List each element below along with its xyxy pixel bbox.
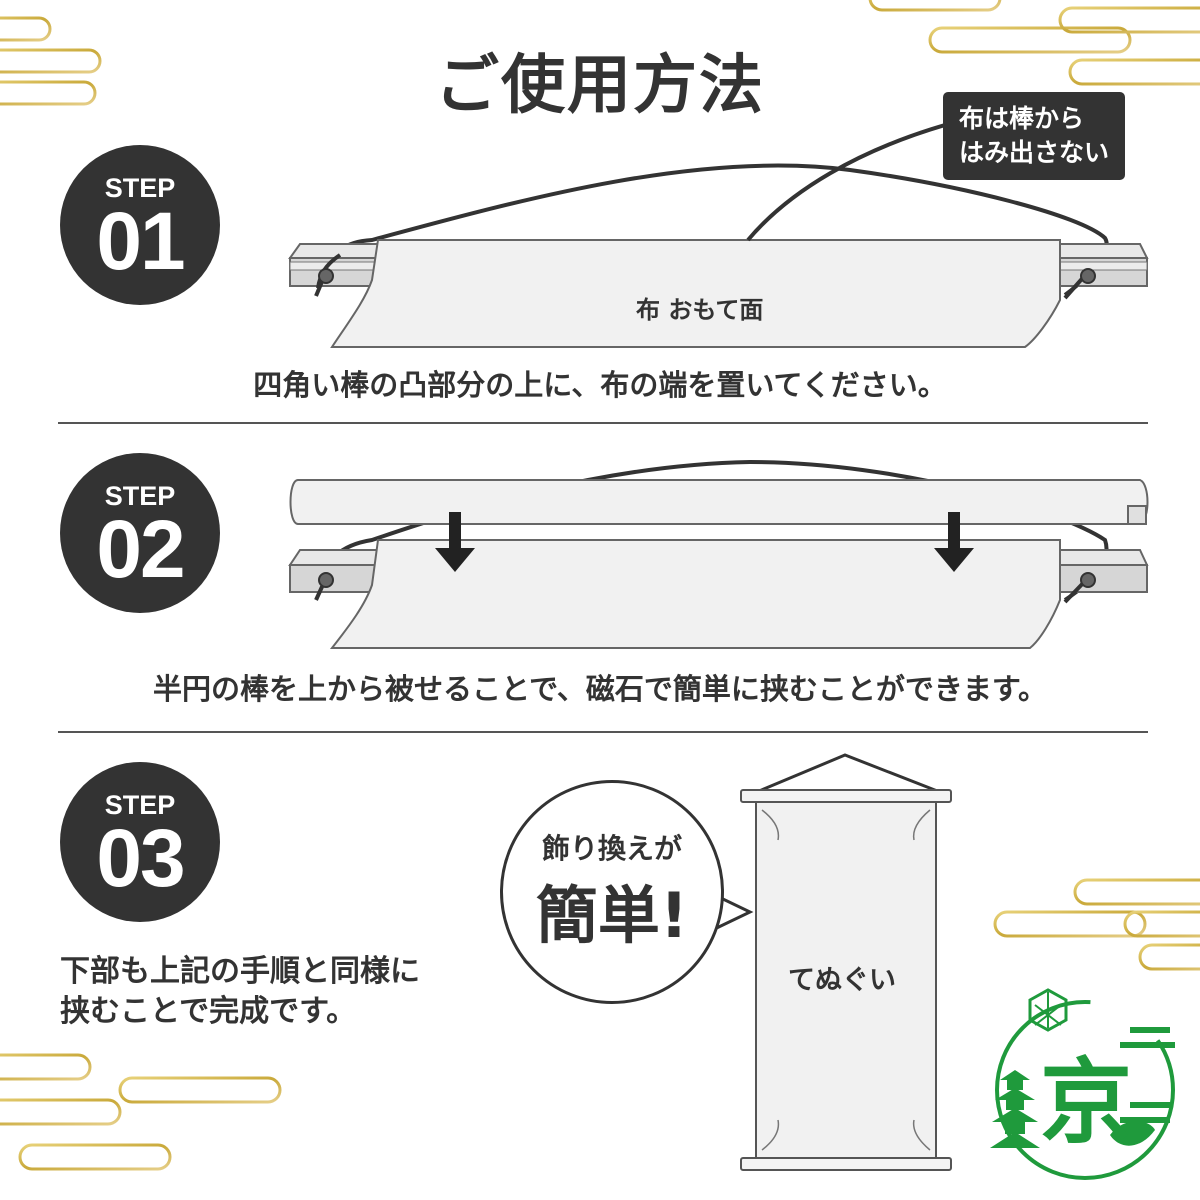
divider [58,731,1148,733]
magnet-dot-icon [1080,268,1096,284]
step-number: 01 [96,196,185,287]
step-label: STEP [104,790,176,820]
magnet-dot-icon [318,572,334,588]
down-arrow-icon [435,512,475,572]
page-title: ご使用方法 [435,49,765,123]
bubble-line-2: 簡単! [535,879,689,952]
fabric-label: 布 おもて面 [636,296,764,324]
step-number: 02 [96,504,185,595]
divider [58,422,1148,424]
step1-caption: 四角い棒の凸部分の上に、布の端を置いてください。 [253,368,947,402]
step2-illustration [288,459,1149,649]
callout-line-1: 布は棒から [959,104,1085,133]
cloud-pattern-icon [0,16,102,106]
magnet-dot-icon [1080,572,1096,588]
tenugui-hanging-illustration [740,753,952,1171]
step3-caption: 下部も上記の手順と同様に 挟むことで完成です。 [60,952,420,1032]
tenugui-label: てぬぐい [788,965,896,996]
step-number: 03 [96,813,185,904]
step3-caption-line-2: 挟むことで完成です。 [60,994,357,1029]
callout-line-2: はみ出さない [959,138,1110,167]
step-label: STEP [104,173,176,203]
kyoto-pagoda-logo-icon [990,988,1175,1180]
step3-caption-line-1: 下部も上記の手順と同様に [60,954,420,989]
speech-bubble: 飾り換えが 簡単! [500,780,724,1004]
logo-char: 京 [1040,1048,1133,1156]
cloud-pattern-icon [0,1053,282,1171]
callout-box: 布は棒から はみ出さない [943,92,1126,180]
step-badge-02: STEP 02 [60,453,220,613]
step-label: STEP [104,481,176,511]
step1-illustration [288,123,1149,348]
step-badge-01: STEP 01 [60,145,220,305]
bubble-line-1: 飾り換えが [541,832,682,865]
step-badge-03: STEP 03 [60,762,220,922]
step2-caption: 半円の棒を上から被せることで、磁石で簡単に挟むことができます。 [152,672,1048,706]
cloud-pattern-icon [868,0,1200,86]
magnet-dot-icon [318,268,334,284]
down-arrow-icon [934,512,974,572]
cloud-pattern-icon [993,878,1200,971]
